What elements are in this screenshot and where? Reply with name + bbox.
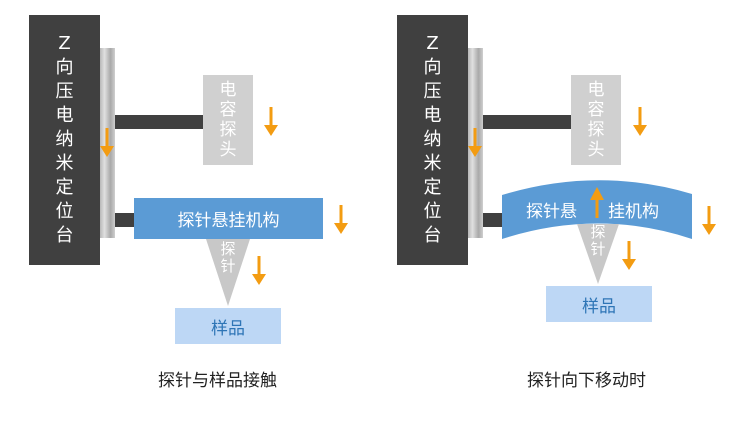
caption-text: 探针向下移动时 <box>527 371 646 391</box>
stage-label-char: 位 <box>55 201 74 222</box>
stage-label-char: Z <box>426 33 439 54</box>
stage-label-char: Z <box>58 33 71 54</box>
caption-text: 探针与样品接触 <box>158 371 277 391</box>
probe-tip-shape <box>206 239 250 306</box>
stage-label-char: 向 <box>423 57 442 78</box>
stage-label-char: 定 <box>55 177 74 198</box>
capacitive-probe-label-char: 头 <box>219 140 237 160</box>
sample-label: 样品 <box>211 318 245 339</box>
probe-mount: 探针悬挂机构 <box>134 198 323 239</box>
stage-label-char: 压 <box>423 81 442 102</box>
capacitive-probe-label-char: 电 <box>587 80 605 100</box>
stage-label-char: 位 <box>423 201 442 222</box>
capacitive-probe-label-char: 容 <box>587 100 605 120</box>
sample-label: 样品 <box>582 296 616 317</box>
probe-tip-label-char: 针 <box>220 257 236 275</box>
probe-tip-label: 探 针 <box>588 224 608 258</box>
stage-label-char: 台 <box>423 225 442 246</box>
upper-arm <box>115 115 205 129</box>
probe-tip-label-char: 探 <box>220 240 236 258</box>
stage-label-char: 压 <box>55 81 74 102</box>
probe-mount-label-right: 挂机构 <box>608 197 659 222</box>
capacitive-probe-label-char: 探 <box>587 120 605 140</box>
stage-label-char: 定 <box>423 177 442 198</box>
probe-mount-label-left: 探针悬 <box>526 197 577 222</box>
stage-label-char: 电 <box>423 105 442 126</box>
capacitive-probe-label-char: 容 <box>219 100 237 120</box>
lower-arm <box>483 213 503 227</box>
stage-label-char: 米 <box>55 153 74 174</box>
stage-label-char: 米 <box>423 153 442 174</box>
capacitive-probe: 电 容 探 头 <box>571 75 621 165</box>
z-piezo-nano-stage: Z 向 压 电 纳 米 定 位 台 <box>397 15 468 265</box>
capacitive-probe-label-char: 电 <box>219 80 237 100</box>
upper-arm <box>483 115 573 129</box>
stage-label-char: 电 <box>55 105 74 126</box>
sample: 样品 <box>175 308 281 344</box>
probe-mount-label: 挂机构 <box>608 202 659 222</box>
lower-arm <box>115 213 135 227</box>
stage-label-char: 台 <box>55 225 74 246</box>
stage-label-char: 纳 <box>423 129 442 150</box>
probe-mount-label: 探针悬 <box>526 202 577 222</box>
caption: 探针与样品接触 <box>158 366 318 391</box>
stage-label-char: 向 <box>55 57 74 78</box>
capacitive-probe-label-char: 探 <box>219 120 237 140</box>
sample: 样品 <box>546 286 652 322</box>
probe-tip-label-char: 针 <box>590 240 606 258</box>
capacitive-probe: 电 容 探 头 <box>203 75 253 165</box>
caption: 探针向下移动时 <box>527 366 687 391</box>
probe-tip-shape <box>577 224 619 284</box>
probe-tip-label-char: 探 <box>590 223 606 241</box>
probe-mount-label: 探针悬挂机构 <box>177 211 280 231</box>
stage-label-char: 纳 <box>55 129 74 150</box>
z-piezo-nano-stage: Z 向 压 电 纳 米 定 位 台 <box>29 15 100 265</box>
probe-tip-label: 探 针 <box>218 241 238 275</box>
capacitive-probe-label-char: 头 <box>587 140 605 160</box>
